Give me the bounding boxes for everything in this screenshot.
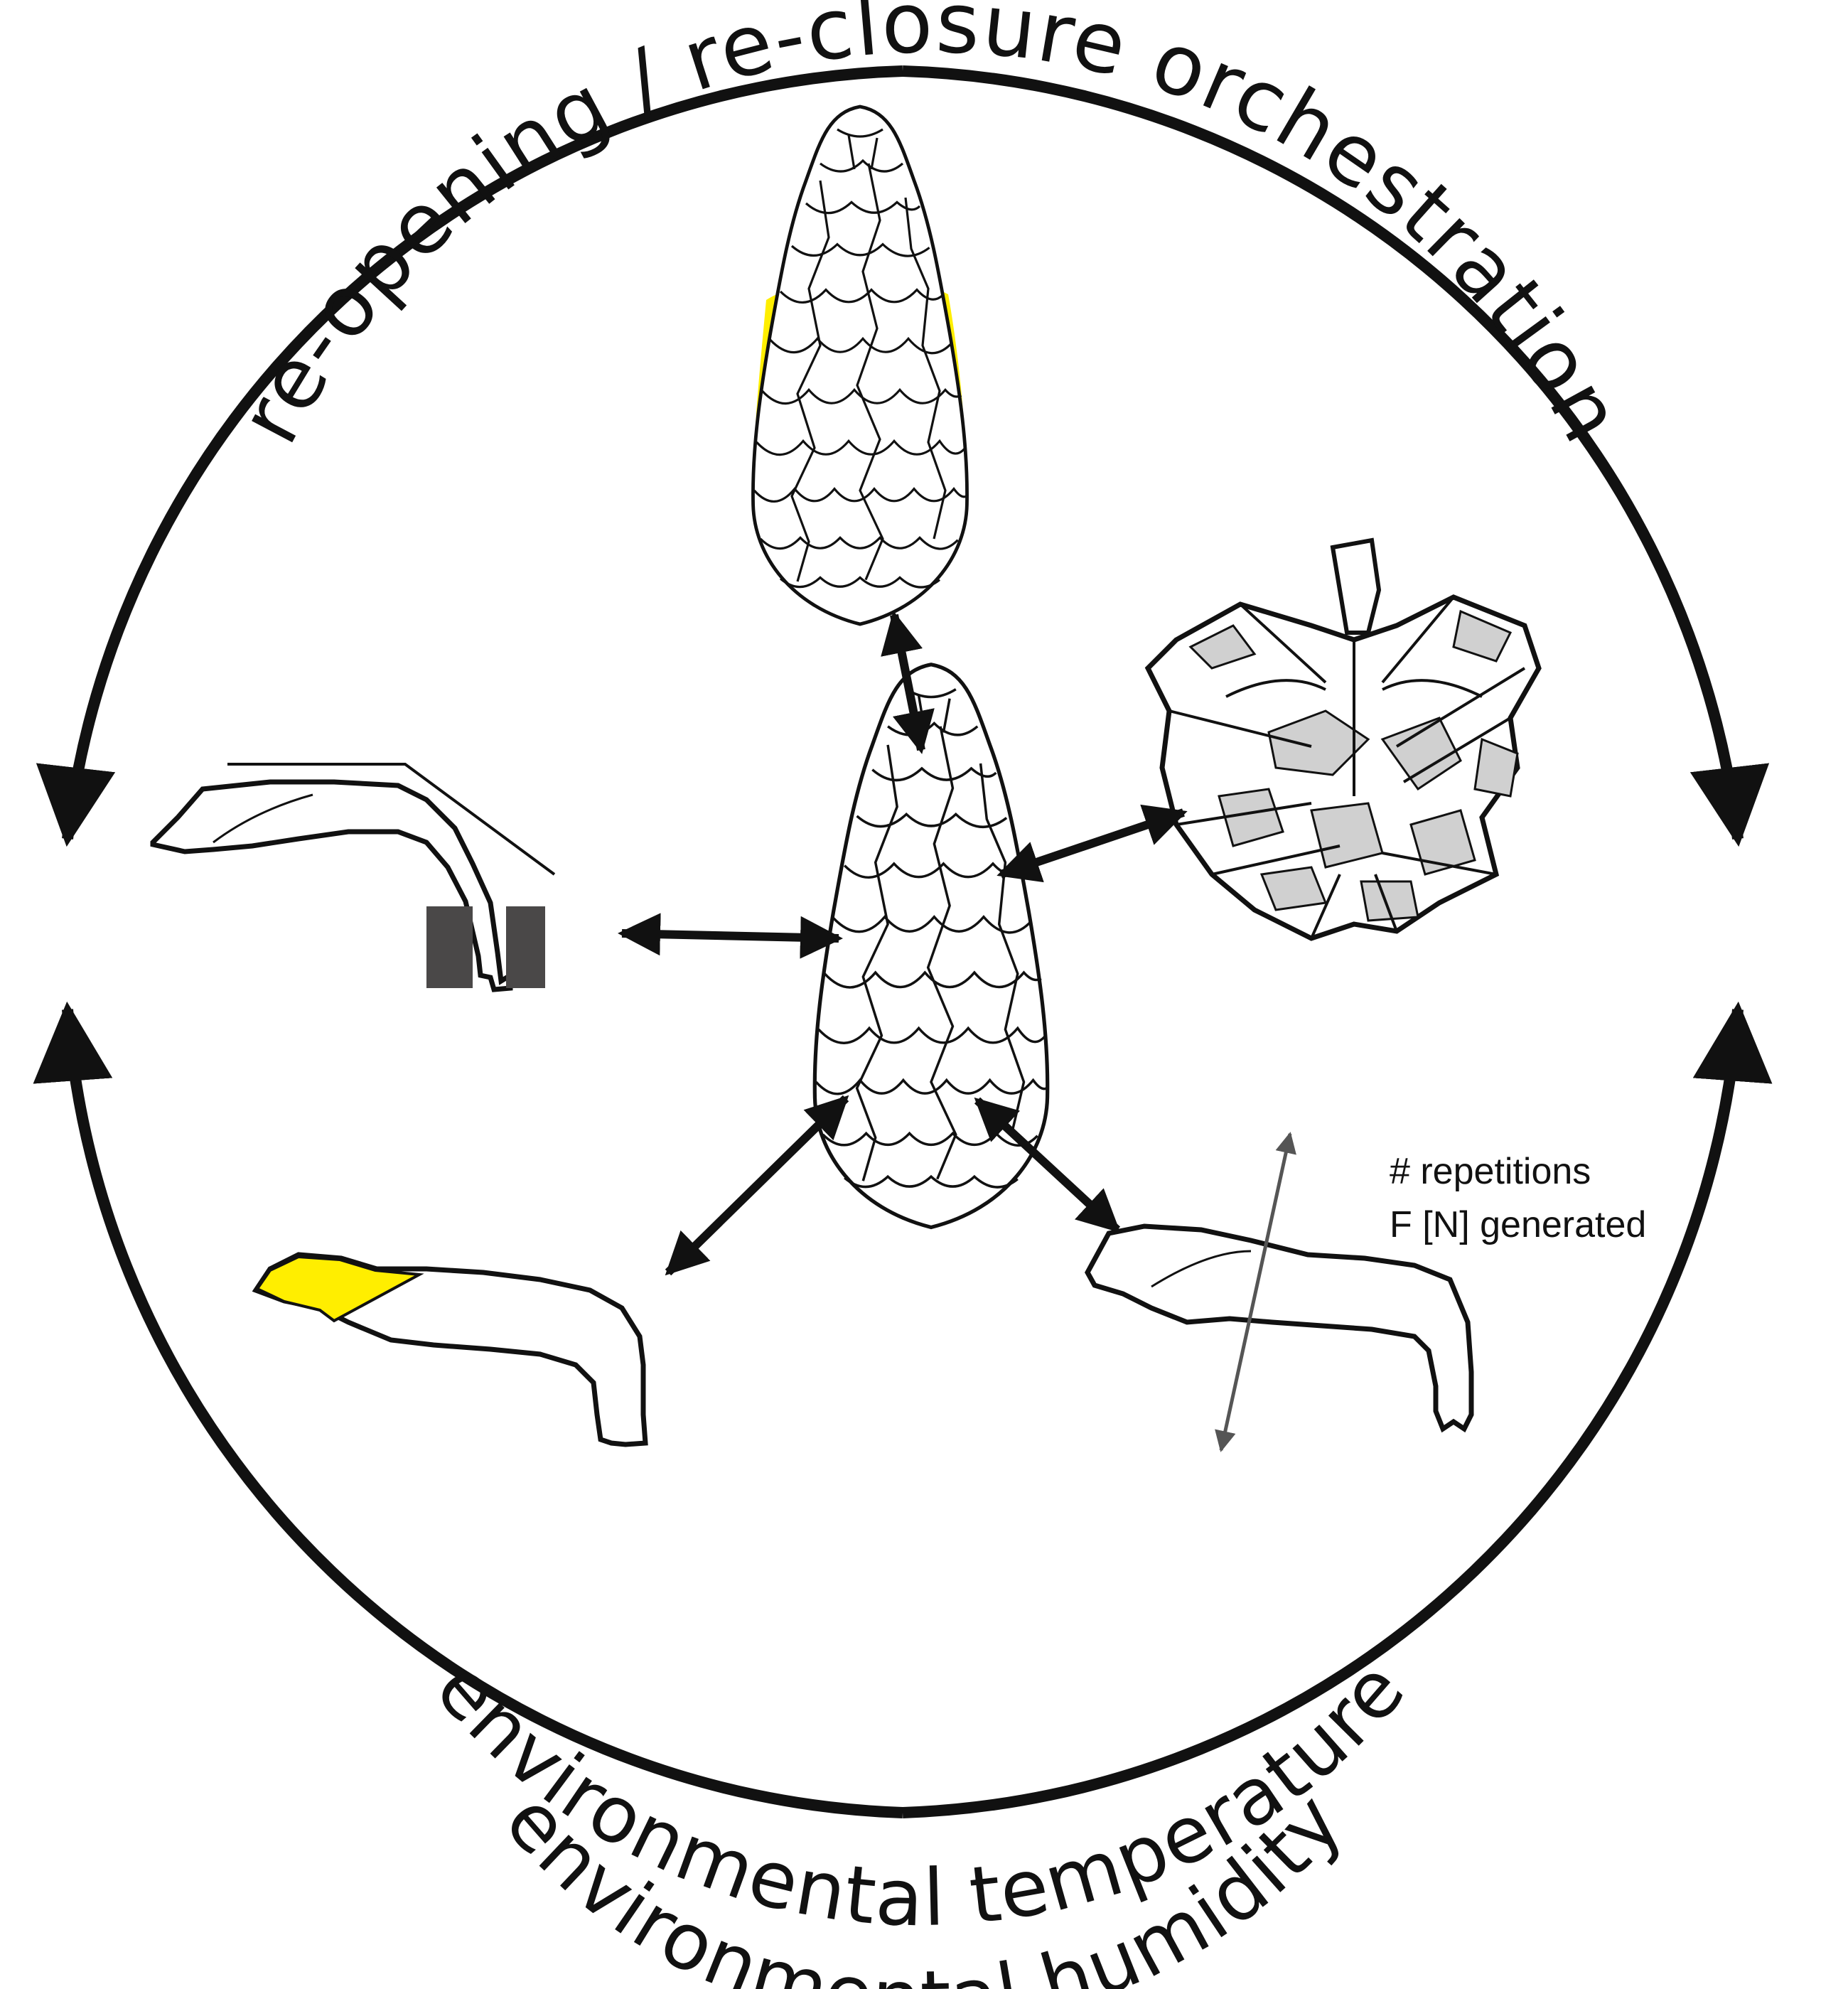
bottom-right-cycle-arc	[902, 1001, 1773, 1818]
clamped-scale-test	[150, 763, 556, 992]
cycle-arrows	[33, 65, 1773, 1818]
arrow-force-scale	[974, 1097, 1121, 1233]
clamp-left	[426, 906, 473, 988]
force-measured-scale	[1085, 1132, 1474, 1452]
partially-activated-cone	[753, 107, 967, 624]
open-pine-cone	[1144, 537, 1542, 941]
top-right-cycle-arc	[902, 65, 1770, 847]
force-arrow	[1215, 1132, 1296, 1452]
highlighted-scale-tip	[255, 1255, 424, 1323]
repetitions-label: # repetitions	[1390, 1151, 1591, 1192]
arrow-highlighted-scale	[665, 1095, 849, 1276]
clamp-right	[506, 906, 545, 988]
bottom-left-cycle-arc	[33, 1001, 903, 1818]
arrow-top-cone	[881, 611, 935, 754]
arrow-open-cone	[996, 804, 1188, 883]
closed-pine-cone	[815, 665, 1047, 1228]
force-label: F [N] generated	[1390, 1204, 1646, 1245]
clamped-scale-outline	[150, 779, 513, 992]
highlighted-scale	[252, 1252, 648, 1447]
relation-arrows	[618, 611, 1188, 1276]
force-scale-outline	[1085, 1223, 1474, 1433]
top-left-cycle-arc	[36, 65, 903, 847]
arrow-clamp-test	[618, 913, 843, 959]
